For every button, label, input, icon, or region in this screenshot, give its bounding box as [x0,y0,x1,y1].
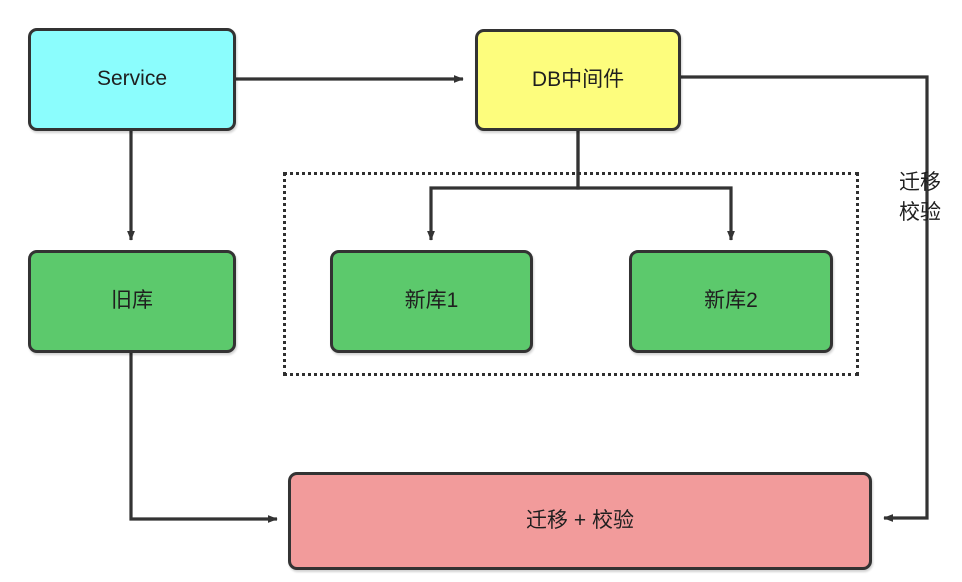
node-old-database-label: 旧库 [111,289,153,313]
node-new-database-1-label: 新库1 [404,289,459,313]
node-old-database[interactable]: 旧库 [28,250,236,353]
node-db-middleware-label: DB中间件 [531,67,625,91]
edge-label-migrate-verify: 迁移 校验 [899,171,941,225]
node-new-database-1[interactable]: 新库1 [330,250,533,353]
node-migration-verification-task[interactable]: 迁移 + 校验 [288,472,872,570]
node-migration-verification-task-label: 迁移 + 校验 [526,508,634,532]
edge-old-db-to-migration-task [129,353,278,523]
node-new-database-2[interactable]: 新库2 [629,250,833,353]
new-database-cluster-group [283,172,859,376]
node-db-middleware[interactable]: DB中间件 [475,29,681,131]
edge-middleware-to-new-db-2 [576,131,735,241]
node-new-database-2-label: 新库2 [704,289,758,313]
edge-middleware-to-migration-task [681,75,929,522]
node-service[interactable]: Service [28,28,236,131]
node-service-label: Service [96,67,168,91]
